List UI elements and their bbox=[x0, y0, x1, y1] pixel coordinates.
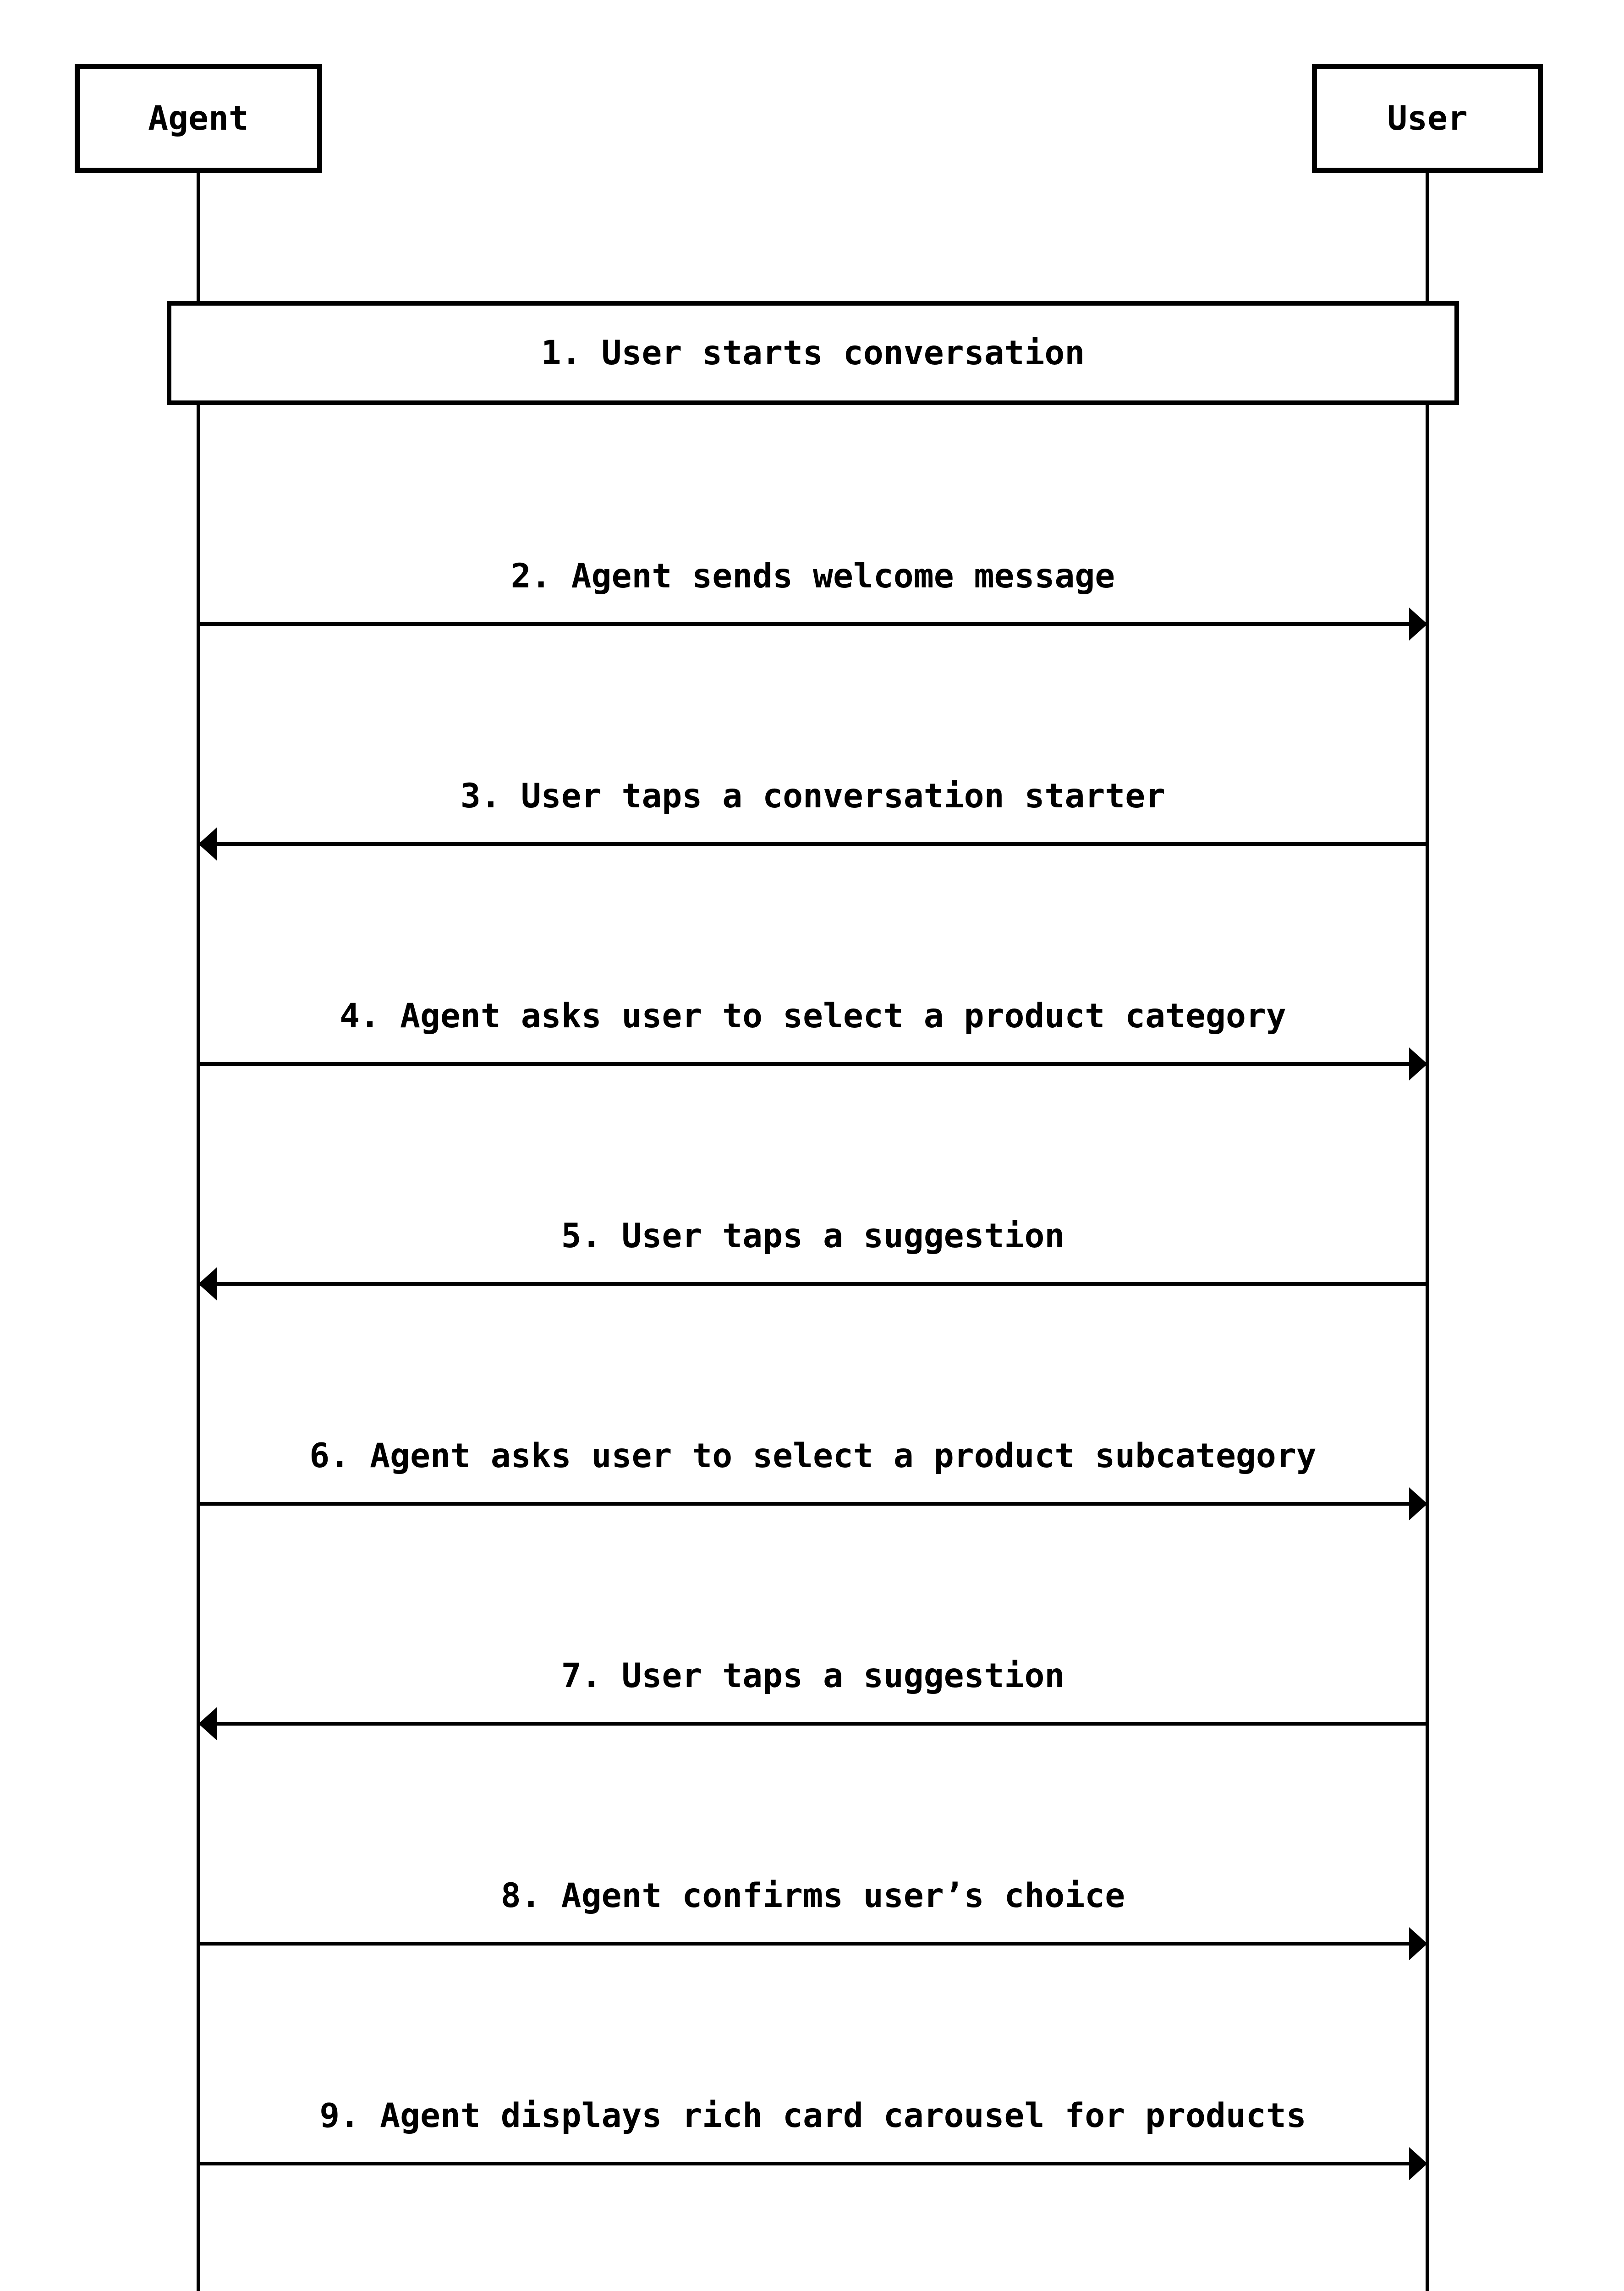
arrowhead-right-icon bbox=[1409, 1927, 1427, 1960]
message-arrow-line bbox=[198, 2162, 1427, 2165]
arrowhead-left-icon bbox=[198, 828, 217, 860]
arrowhead-right-icon bbox=[1409, 1487, 1427, 1520]
message-label-line: 5. User taps a suggestion bbox=[561, 1217, 1065, 1255]
actor-box-agent-top: Agent bbox=[75, 64, 322, 173]
message-label: 6. Agent asks user to select a product s… bbox=[198, 1433, 1427, 1479]
message-arrow-line bbox=[198, 622, 1427, 626]
actor-label-agent-top: Agent bbox=[148, 99, 249, 138]
arrowhead-right-icon bbox=[1409, 1047, 1427, 1080]
message-label-line: 4. Agent asks user to select a product c… bbox=[340, 997, 1286, 1036]
message-label: 2. Agent sends welcome message bbox=[198, 554, 1427, 599]
message-label-line: 6. Agent asks user to select a product s… bbox=[309, 1436, 1317, 1475]
message-label-line: 9. Agent displays rich card carousel for… bbox=[319, 2096, 1306, 2135]
arrowhead-right-icon bbox=[1409, 2147, 1427, 2180]
message-label: 4. Agent asks user to select a product c… bbox=[198, 993, 1427, 1039]
message-arrow-line bbox=[198, 1942, 1427, 1946]
message-label: 7. User taps a suggestion bbox=[198, 1653, 1427, 1699]
message-label-line: 3. User taps a conversation starter bbox=[460, 777, 1166, 816]
message-label-line: 7. User taps a suggestion bbox=[561, 1656, 1065, 1695]
message-label: 8. Agent confirms user’s choice bbox=[198, 1873, 1427, 1918]
message-label: 5. User taps a suggestion bbox=[198, 1213, 1427, 1259]
message-arrow-line bbox=[198, 1282, 1427, 1286]
message-label-line: 8. Agent confirms user’s choice bbox=[500, 1876, 1125, 1915]
user-lifeline bbox=[1426, 173, 1429, 2291]
actor-label-user-top: User bbox=[1387, 99, 1468, 138]
arrowhead-right-icon bbox=[1409, 608, 1427, 641]
note-over-banner: 1. User starts conversation bbox=[167, 301, 1459, 405]
message-label: 9. Agent displays rich card carousel for… bbox=[198, 2093, 1427, 2138]
message-arrow-line bbox=[198, 1062, 1427, 1066]
message-label-line: 2. Agent sends welcome message bbox=[510, 557, 1115, 596]
arrowhead-left-icon bbox=[198, 1707, 217, 1740]
note-label: 1. User starts conversation bbox=[541, 334, 1085, 373]
message-arrow-line bbox=[198, 842, 1427, 846]
agent-lifeline bbox=[197, 173, 200, 2291]
arrowhead-left-icon bbox=[198, 1267, 217, 1300]
message-arrow-line bbox=[198, 1722, 1427, 1726]
message-label: 3. User taps a conversation starter bbox=[198, 773, 1427, 819]
message-arrow-line bbox=[198, 1502, 1427, 1506]
actor-box-user-top: User bbox=[1312, 64, 1543, 173]
